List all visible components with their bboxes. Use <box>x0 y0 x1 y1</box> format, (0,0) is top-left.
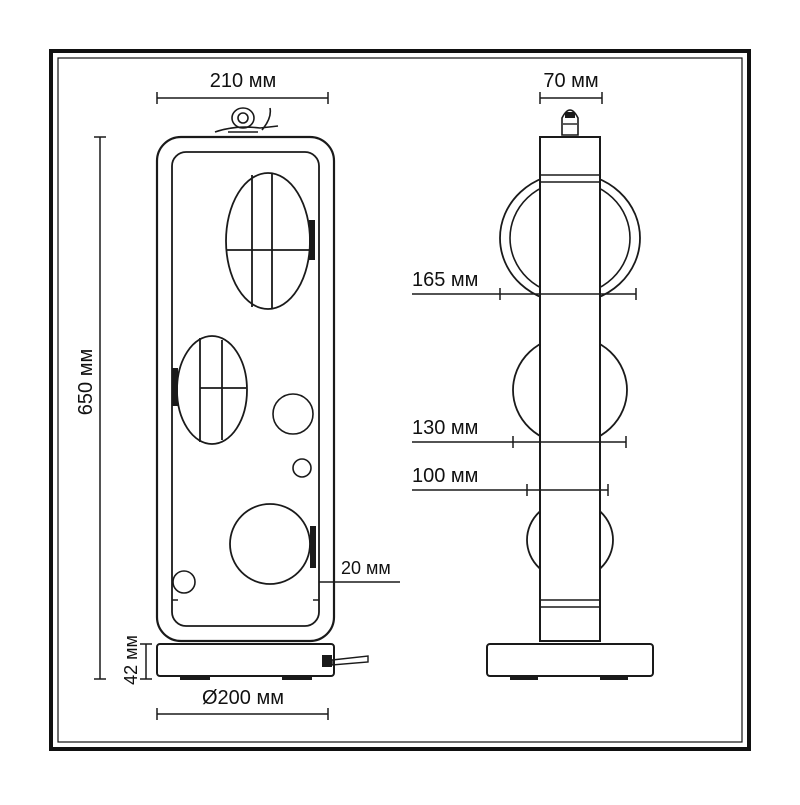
base-diameter-label: Ø200 мм <box>202 687 284 709</box>
base-height-label: 42 мм <box>121 635 141 685</box>
front-top-ornament <box>214 107 279 133</box>
front-width-label: 210 мм <box>210 70 276 92</box>
shade-medium-label: 130 мм <box>412 417 478 439</box>
front-shade-top <box>225 172 315 310</box>
side-view <box>412 92 654 680</box>
inner-border <box>57 57 743 743</box>
frame-thickness-label: 20 мм <box>341 558 391 578</box>
outer-border <box>49 49 751 751</box>
side-depth-label: 70 мм <box>543 70 598 92</box>
total-height-label: 650 мм <box>75 349 97 415</box>
front-ball-medium <box>272 393 314 435</box>
front-shade-bottom <box>229 503 316 585</box>
shade-large-label: 165 мм <box>412 269 478 291</box>
front-ball-small <box>172 570 196 594</box>
front-frame-outer <box>155 135 336 643</box>
front-power-cable <box>331 655 369 666</box>
side-top-ornament <box>561 109 579 136</box>
side-base <box>486 643 654 677</box>
front-ball-tiny <box>292 458 312 478</box>
front-shade-middle <box>172 335 248 445</box>
front-frame-inner <box>171 151 320 627</box>
side-body <box>539 136 601 642</box>
shade-small-label: 100 мм <box>412 465 478 487</box>
front-view <box>94 92 400 720</box>
front-base <box>156 643 335 677</box>
